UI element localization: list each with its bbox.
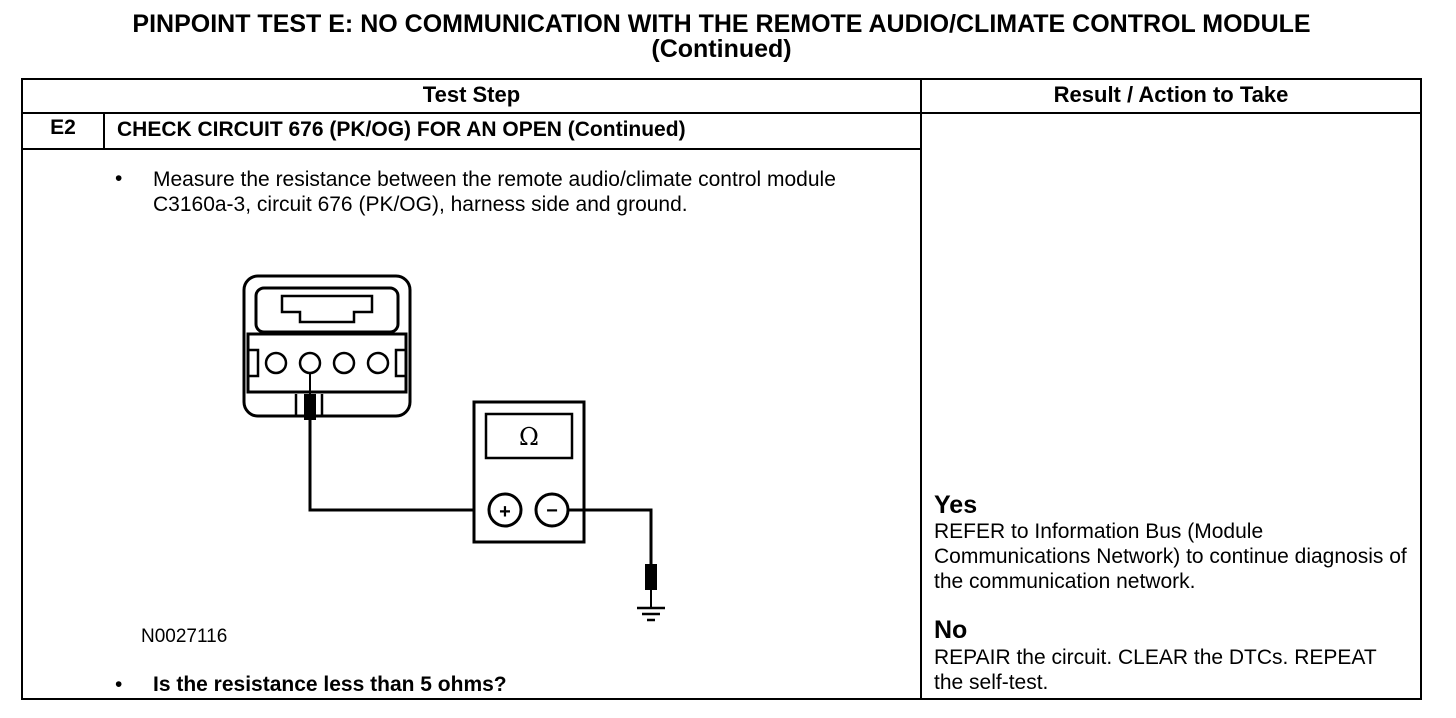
result-yes-text: REFER to Information Bus (Module Communi… xyxy=(934,520,1407,593)
page-title-line1: PINPOINT TEST E: NO COMMUNICATION WITH T… xyxy=(132,10,1311,38)
header-divider xyxy=(21,112,1422,114)
connector-pin-1 xyxy=(264,351,288,375)
ground-icon xyxy=(637,606,665,622)
connector-latch-area xyxy=(254,286,400,334)
ohmmeter-symbol: Ω xyxy=(519,423,539,451)
negative-probe-tip xyxy=(645,564,657,590)
step-title: CHECK CIRCUIT 676 (PK/OG) FOR AN OPEN (C… xyxy=(117,118,686,141)
question-text: Is the resistance less than 5 ohms? xyxy=(153,673,507,696)
result-yes-label: Yes xyxy=(934,491,978,519)
connector-pin-2 xyxy=(298,351,322,375)
connector-left-key xyxy=(246,348,260,378)
column-divider xyxy=(920,78,922,700)
connector-meter-diagram: Ω + − xyxy=(242,274,665,622)
figure-id: N0027116 xyxy=(141,626,228,647)
result-no-label: No xyxy=(934,616,968,644)
connector-latch xyxy=(280,294,374,324)
connector-right-key xyxy=(394,348,408,378)
positive-test-lead xyxy=(308,420,502,512)
result-no-text: REPAIR the circuit. CLEAR the DTCs. REPE… xyxy=(934,646,1377,694)
positive-probe-tip xyxy=(304,394,316,420)
bullet-question: • xyxy=(115,673,123,696)
connector-pin-4 xyxy=(366,351,390,375)
step-id: E2 xyxy=(50,116,76,139)
instruction-text: Measure the resistance between the remot… xyxy=(153,168,836,216)
header-result-action: Result / Action to Take xyxy=(1053,82,1289,107)
pinpoint-test-table xyxy=(21,78,1422,700)
header-test-step: Test Step xyxy=(422,82,521,107)
connector-housing xyxy=(242,274,412,418)
meter-minus-sign: − xyxy=(546,500,558,522)
page-title: PINPOINT TEST E: NO COMMUNICATION WITH T… xyxy=(0,12,1443,62)
negative-test-lead xyxy=(568,508,653,566)
meter-positive-terminal xyxy=(487,492,523,528)
connector-pin-3 xyxy=(332,351,356,375)
step-title-divider xyxy=(21,148,921,150)
bullet-instruction: • xyxy=(115,167,123,190)
ohmmeter-display xyxy=(484,412,574,460)
page-title-line2: (Continued) xyxy=(651,35,792,63)
meter-plus-sign: + xyxy=(499,501,511,523)
step-id-divider xyxy=(103,112,105,150)
